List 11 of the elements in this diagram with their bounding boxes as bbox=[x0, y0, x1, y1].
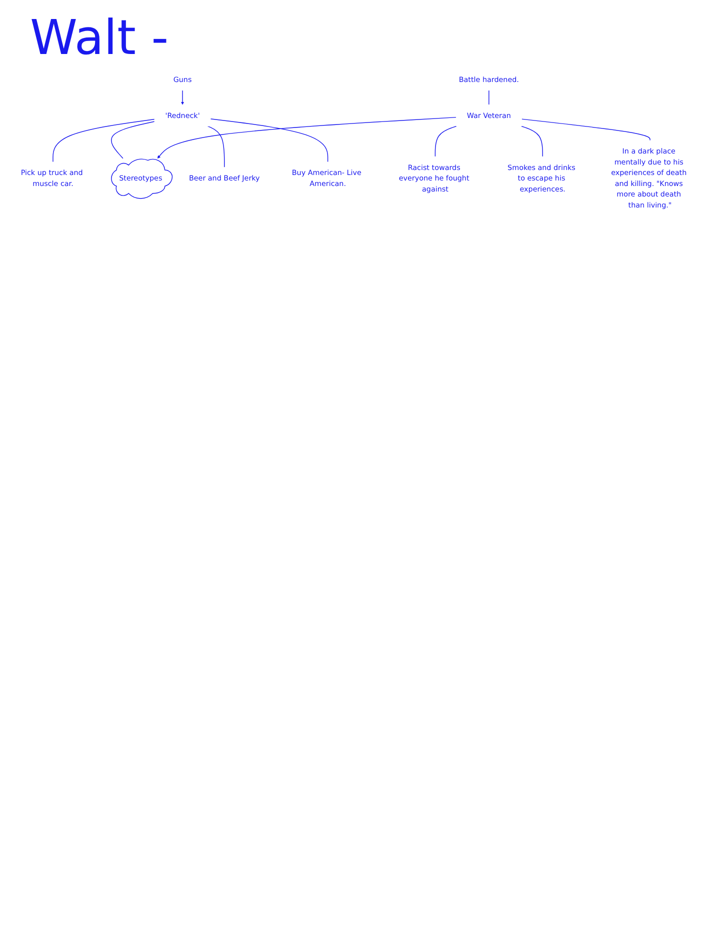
connector bbox=[207, 126, 225, 168]
connector bbox=[434, 126, 458, 157]
connector bbox=[210, 118, 328, 162]
connector bbox=[52, 118, 155, 162]
connector bbox=[111, 121, 155, 159]
arrow bbox=[157, 116, 456, 158]
connector bbox=[488, 90, 490, 106]
title: Walt - bbox=[30, 10, 170, 66]
connector bbox=[520, 126, 543, 157]
arrow bbox=[180, 90, 184, 105]
connector bbox=[521, 118, 650, 141]
